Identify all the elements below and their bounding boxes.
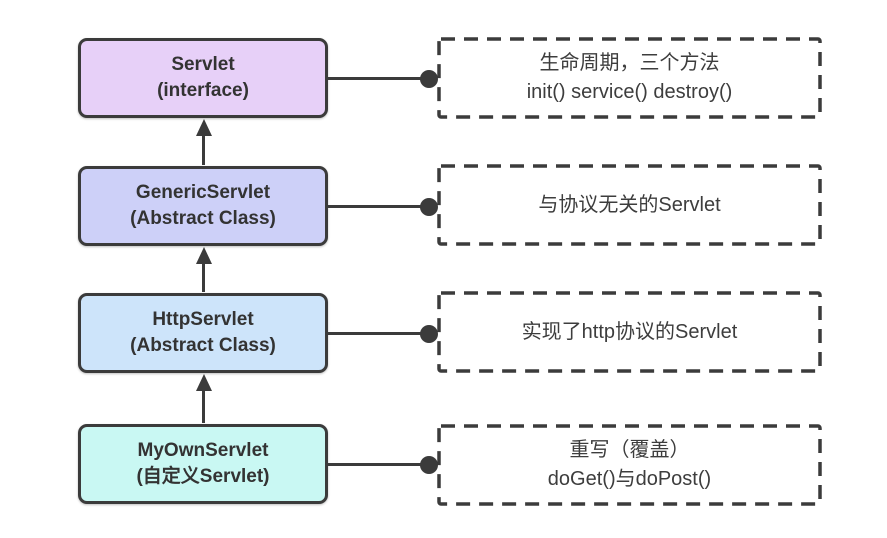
node-my-own-servlet: MyOwnServlet (自定义Servlet) (78, 424, 328, 504)
node-servlet-interface: Servlet (interface) (78, 38, 328, 118)
node-title: MyOwnServlet (137, 440, 269, 462)
note-text: 实现了http协议的Servlet (521, 320, 738, 343)
connector-dot (420, 324, 438, 343)
node-generic-servlet: GenericServlet (Abstract Class) (78, 166, 328, 246)
node-subtitle: (自定义Servlet) (136, 466, 270, 487)
node-http-servlet: HttpServlet (Abstract Class) (78, 293, 328, 373)
node-title: Servlet (171, 54, 235, 76)
arrow-shaft (202, 391, 205, 423)
arrow-up-icon (195, 374, 212, 391)
inheritance-arrow-generic-to-servlet (195, 119, 212, 165)
connector-dot (420, 197, 438, 216)
inheritance-arrow-http-to-generic (195, 247, 212, 292)
note-servlet-lifecycle: 生命周期，三个方法 init() service() destroy() (437, 37, 822, 119)
arrow-up-icon (195, 247, 212, 264)
node-title: GenericServlet (135, 182, 271, 204)
note-my-own-servlet: 重写（覆盖） doGet()与doPost() (437, 424, 822, 506)
connector-line-generic-servlet (328, 197, 438, 216)
node-subtitle: (interface) (157, 80, 249, 101)
connector-line-http-servlet (328, 324, 438, 343)
node-subtitle: (Abstract Class) (130, 335, 276, 356)
connector-line-servlet (328, 69, 438, 88)
connector-dot (420, 69, 438, 88)
note-text: init() service() destroy() (526, 81, 733, 103)
note-generic-servlet: 与协议无关的Servlet (437, 164, 822, 246)
note-text: 生命周期，三个方法 (539, 52, 720, 74)
note-text: 重写（覆盖） (569, 439, 690, 461)
note-http-servlet: 实现了http协议的Servlet (437, 291, 822, 373)
arrow-shaft (202, 264, 205, 292)
node-subtitle: (Abstract Class) (130, 208, 276, 229)
arrow-up-icon (195, 119, 212, 136)
connector-dot (420, 455, 438, 474)
arrow-shaft (202, 136, 205, 165)
node-title: HttpServlet (152, 309, 254, 331)
note-text: 与协议无关的Servlet (538, 193, 721, 216)
inheritance-arrow-myown-to-http (195, 374, 212, 423)
note-text: doGet()与doPost() (547, 468, 712, 490)
connector-line-my-own-servlet (328, 455, 438, 474)
